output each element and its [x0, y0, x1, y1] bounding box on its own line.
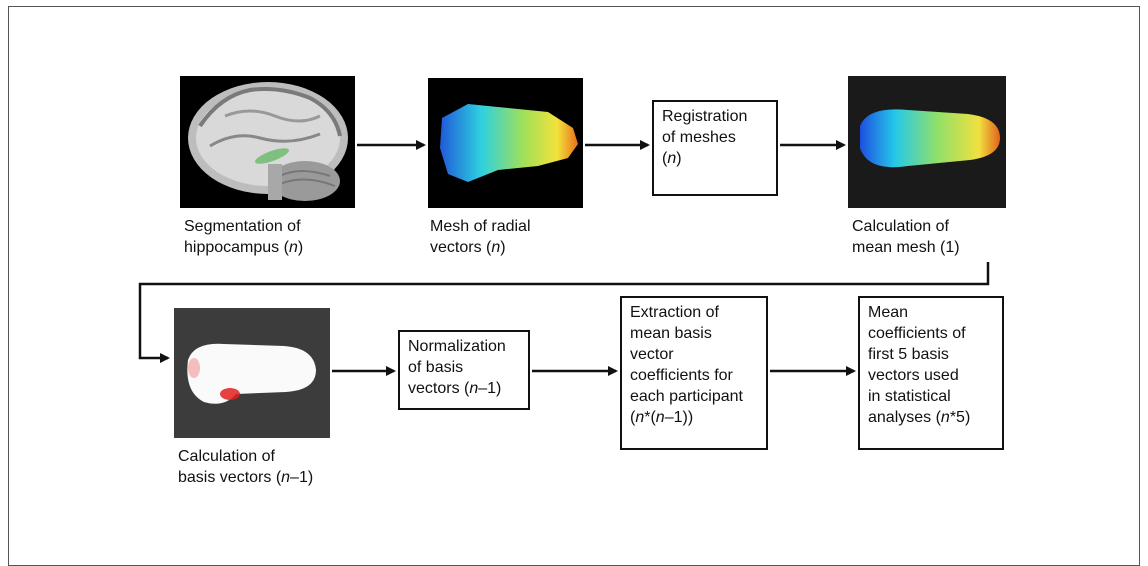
box-line: of meshes	[662, 129, 736, 146]
basis-vectors-caption: Calculation of basis vectors (n–1)	[178, 448, 314, 486]
mean-coefficients-box: Mean coefficients of first 5 basis vecto…	[858, 296, 1004, 450]
mesh-caption: Mesh of radial vectors (n)	[430, 218, 531, 256]
box-line: vector	[630, 346, 674, 363]
box-line: Mean	[868, 304, 909, 321]
box-line: each participant	[630, 388, 743, 405]
box-line: (n)	[662, 150, 682, 167]
box-line: in statistical	[868, 388, 951, 405]
mean-mesh-image	[848, 76, 1006, 208]
radial-vector-mesh-image	[428, 78, 583, 208]
box-line: (n*(n–1))	[630, 409, 694, 426]
box-line: mean basis	[630, 325, 712, 342]
box-line: vectors (n–1)	[408, 380, 502, 397]
box-line: of basis	[408, 359, 464, 376]
normalization-box: Normalization of basis vectors (n–1)	[398, 330, 530, 410]
box-line: first 5 basis	[868, 346, 949, 363]
box-line: vectors used	[868, 367, 959, 384]
extraction-box: Extraction of mean basis vector coeffici…	[620, 296, 768, 450]
brain-mri-image	[180, 76, 355, 208]
basis-vectors-image	[174, 308, 330, 438]
arrow-4-connector	[138, 262, 990, 363]
box-line: analyses (n*5)	[868, 409, 971, 426]
box-line: Registration	[662, 108, 748, 125]
flow-arrows	[138, 140, 990, 376]
box-line: Normalization	[408, 338, 506, 355]
mean-mesh-caption: Calculation of mean mesh (1)	[852, 218, 960, 256]
segmentation-caption: Segmentation of hippocampus (n)	[184, 218, 304, 256]
box-line: Extraction of	[630, 304, 719, 321]
registration-of-meshes-box: Registration of meshes (n)	[652, 100, 778, 196]
box-line: coefficients for	[630, 367, 733, 384]
box-line: coefficients of	[868, 325, 966, 342]
